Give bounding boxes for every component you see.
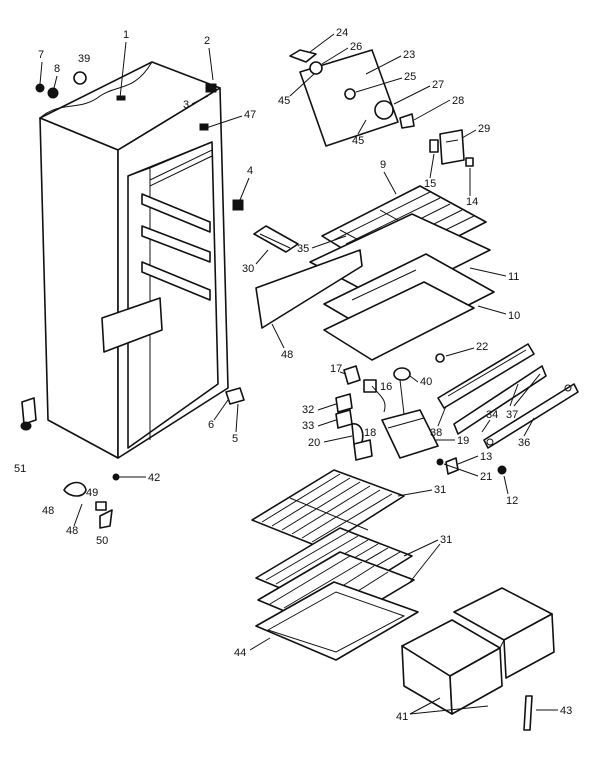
callout-23: 23 (403, 49, 415, 61)
callout-4: 4 (247, 165, 253, 177)
callout-8: 8 (54, 63, 60, 75)
callout-22: 22 (476, 341, 488, 353)
callout-30: 30 (242, 263, 254, 275)
wire-shelves (251, 469, 419, 661)
callout-34: 34 (486, 409, 498, 421)
callout-28: 28 (452, 95, 464, 107)
callout-31b: 31 (440, 534, 452, 546)
callout-42: 42 (148, 472, 160, 484)
callout-21: 21 (480, 471, 492, 483)
freezer-assembly (253, 185, 495, 361)
callout-41: 41 (396, 711, 408, 723)
rail-callouts: 38 34 37 36 (430, 373, 541, 449)
callout-38: 38 (430, 427, 442, 439)
callout-3: 3 (183, 99, 189, 111)
callout-13: 13 (480, 451, 492, 463)
callout-11: 11 (508, 271, 519, 283)
callout-9: 9 (380, 159, 386, 171)
callout-31a: 31 (434, 484, 446, 496)
controls-callouts: 22 17 16 40 32 33 20 18 19 13 21 12 (302, 341, 518, 507)
callout-49: 49 (86, 487, 98, 499)
callout-50: 50 (96, 535, 108, 547)
callout-14: 14 (466, 196, 478, 208)
refrigerator-cabinet (39, 61, 229, 459)
callout-25: 25 (404, 71, 416, 83)
freezer-callouts: 9 35 30 11 10 48 (242, 159, 520, 361)
callout-35: 35 (297, 243, 309, 255)
callout-51: 51 (14, 463, 26, 475)
callout-6: 6 (208, 419, 214, 431)
control-panel-callouts: 24 26 23 25 27 28 45 45 29 15 14 (278, 27, 490, 208)
callout-45b: 45 (352, 135, 364, 147)
callout-39: 39 (78, 53, 90, 65)
cabinet-callouts: 1 2 3 47 4 7 8 39 6 5 42 51 48 (14, 29, 256, 547)
callout-48a: 48 (42, 505, 54, 517)
callout-1: 1 (123, 29, 129, 41)
drawer-callouts: 41 43 (396, 695, 572, 731)
shelf-callouts: 31 31 44 (234, 484, 452, 659)
callout-19: 19 (457, 435, 469, 447)
callout-7: 7 (38, 49, 44, 61)
callout-5: 5 (232, 433, 238, 445)
callout-26: 26 (350, 41, 362, 53)
callout-17: 17 (330, 363, 342, 375)
callout-40: 40 (420, 376, 432, 388)
callout-18: 18 (364, 427, 376, 439)
callout-15: 15 (424, 178, 436, 190)
callout-37: 37 (506, 409, 518, 421)
callout-27: 27 (432, 79, 444, 91)
callout-45a: 45 (278, 95, 290, 107)
callout-29: 29 (478, 123, 490, 135)
callout-32: 32 (302, 404, 314, 416)
shelf-rails (437, 343, 579, 449)
control-panel-assembly (289, 49, 474, 167)
callout-10: 10 (508, 310, 520, 322)
crisper-drawers (401, 587, 555, 715)
callout-43: 43 (560, 705, 572, 717)
callout-36: 36 (518, 437, 530, 449)
callout-33: 33 (302, 420, 314, 432)
callout-46: 48 (281, 349, 293, 361)
callout-24: 24 (336, 27, 348, 39)
callout-2: 2 (204, 35, 210, 47)
callout-47: 47 (244, 109, 256, 121)
controls-cluster (335, 353, 507, 475)
callout-16: 16 (380, 381, 392, 393)
callout-44: 44 (234, 647, 246, 659)
callout-12: 12 (506, 495, 518, 507)
callout-20: 20 (308, 437, 320, 449)
callout-48b: 48 (66, 525, 78, 537)
